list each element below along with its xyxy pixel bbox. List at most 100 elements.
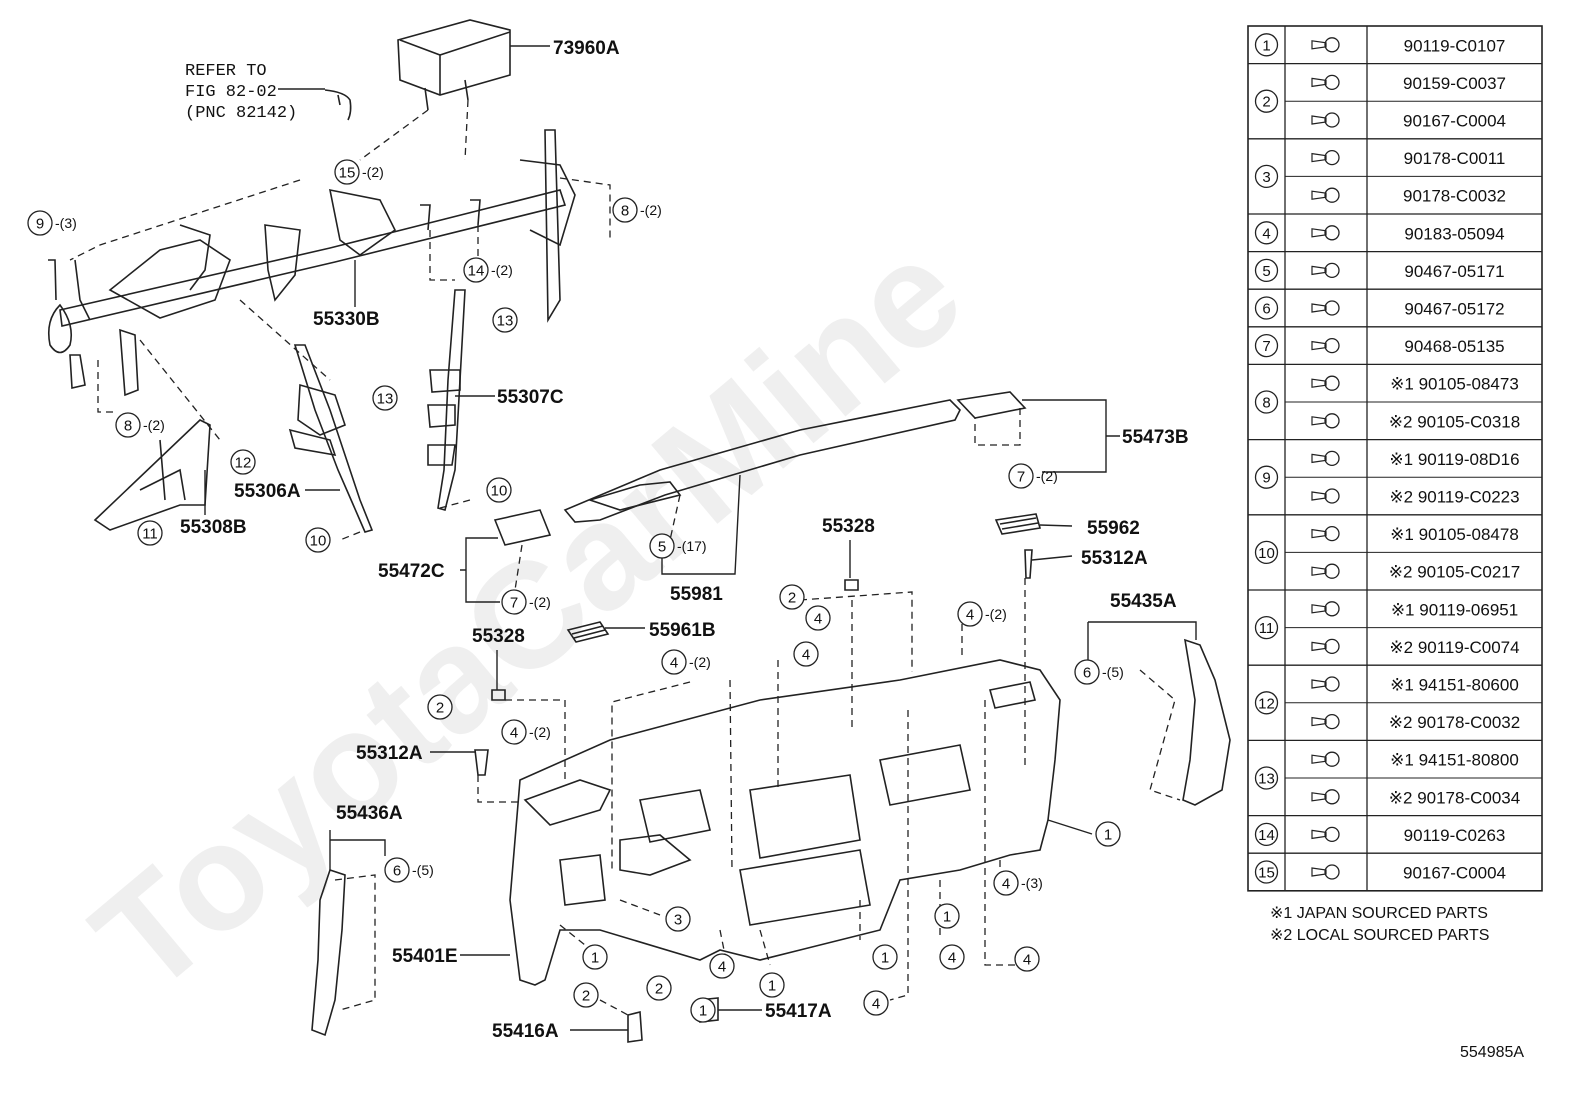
callout-4: 4-(2)	[661, 649, 711, 675]
ref-circle	[1254, 164, 1279, 189]
fastener-icon	[1311, 638, 1340, 655]
callout-quantity: -(5)	[412, 862, 434, 878]
callout-circle	[230, 449, 256, 475]
ref-circle	[1254, 33, 1279, 57]
table-row: 13※1 94151-80800※2 90178-C0034	[1248, 739, 1542, 807]
part-number: 90178-C0011	[1404, 149, 1506, 168]
ref-number: 2	[1262, 94, 1270, 111]
callout-circle	[1095, 821, 1121, 847]
callout-number: 8	[124, 418, 132, 435]
fastener-icon	[1311, 300, 1340, 316]
ref-number: 13	[1258, 771, 1275, 788]
callout-circle	[501, 719, 527, 745]
callout-4: 4-(2)	[501, 719, 551, 745]
part-number: ※2 90105-C0318	[1389, 412, 1520, 431]
callout-number: 2	[788, 590, 796, 607]
table-row: 9※1 90119-08D16※2 90119-C0223	[1248, 438, 1542, 507]
fastener-icon	[1311, 74, 1340, 91]
part-number: 90167-C0004	[1403, 112, 1506, 131]
callout-circle	[501, 589, 527, 615]
fastener-icon	[1311, 826, 1340, 843]
callout-number: 4	[948, 950, 956, 967]
callout-number: 6	[1083, 665, 1091, 682]
callout-number: 3	[674, 912, 682, 929]
callout-2: 2	[573, 982, 599, 1008]
callout-circle	[372, 385, 398, 411]
refer-note: REFER TO FIG 82-02 (PNC 82142)	[185, 62, 297, 123]
callout-quantity: -(3)	[1021, 875, 1043, 891]
callout-circle	[305, 527, 331, 553]
callout-number: 4	[1002, 876, 1010, 893]
table-row: 8※1 90105-08473※2 90105-C0318	[1248, 363, 1542, 431]
callout-number: 1	[768, 978, 776, 995]
label-55416A: 55416A	[492, 1021, 559, 1042]
fastener-icon	[1311, 375, 1340, 391]
callout-2: 2	[646, 975, 672, 1001]
callout-quantity: -(2)	[362, 164, 384, 180]
fastener-icon	[1311, 187, 1340, 203]
callout-number: 6	[393, 863, 401, 880]
part-number: 90468-05135	[1404, 337, 1504, 356]
fastener-icon	[1311, 676, 1340, 692]
callout-number: 1	[943, 909, 951, 926]
callout-11: 11	[137, 520, 163, 546]
refer-line-1: REFER TO	[185, 62, 267, 81]
callout-circle	[384, 857, 410, 883]
callout-number: 4	[1023, 952, 1031, 969]
callout-number: 8	[621, 203, 629, 220]
callout-number: 2	[436, 700, 444, 717]
callout-1: 1	[690, 997, 716, 1023]
label-55328-upper: 55328	[822, 516, 875, 537]
callout-circle	[573, 982, 599, 1008]
ref-circle	[1254, 691, 1279, 715]
ref-circle	[1254, 89, 1279, 113]
callout-quantity: -(2)	[640, 202, 662, 218]
callout-circle	[665, 906, 691, 932]
fastener-icon	[1311, 112, 1340, 128]
fastener-icon	[1311, 563, 1340, 579]
label-55981: 55981	[670, 584, 723, 605]
fastener-icon	[1311, 864, 1340, 880]
callout-10: 10	[305, 527, 331, 553]
callout-circle	[137, 520, 163, 546]
callout-13: 13	[492, 307, 518, 333]
fastener-icon	[1311, 713, 1340, 730]
callout-group: 15-(2)9-(3)8-(2)14-(2)13138-(2)121110107…	[27, 159, 1124, 1023]
callout-number: 1	[591, 950, 599, 967]
callout-circle	[779, 584, 805, 610]
callout-number: 10	[491, 483, 508, 500]
callout-number: 2	[655, 981, 663, 998]
callout-circle	[582, 944, 608, 970]
callout-4: 4	[863, 990, 889, 1016]
part-number: ※1 90105-08473	[1390, 375, 1519, 394]
callout-4: 4	[939, 944, 965, 970]
callout-quantity: -(5)	[1102, 664, 1124, 680]
callout-circle	[709, 953, 735, 979]
ref-number: 10	[1258, 545, 1275, 562]
label-55308B: 55308B	[180, 517, 247, 538]
leader-lines	[204, 45, 1197, 1031]
ref-circle	[1254, 465, 1279, 489]
part-number: ※1 94151-80600	[1390, 676, 1519, 695]
part-number: ※2 90105-C0217	[1389, 563, 1520, 582]
fastener-icon	[1311, 37, 1340, 53]
callout-14: 14-(2)	[463, 257, 513, 283]
ref-circle	[1254, 333, 1279, 358]
label-55962: 55962	[1087, 518, 1140, 539]
callout-8: 8 -(2)	[612, 197, 662, 223]
label-55472C: 55472C	[378, 561, 445, 582]
callout-5: 5-(17)	[649, 533, 707, 559]
callout-quantity: -(2)	[689, 654, 711, 670]
label-55961B: 55961B	[649, 620, 716, 641]
callout-10: 10	[486, 477, 512, 503]
callout-13: 13	[372, 385, 398, 411]
table-row: 11※1 90119-06951※2 90119-C0074	[1248, 589, 1542, 657]
fastener-icon	[1311, 525, 1340, 542]
fastener-icon	[1311, 789, 1340, 805]
callout-number: 13	[377, 391, 394, 408]
ref-number: 3	[1262, 169, 1270, 186]
callout-quantity: -(2)	[491, 262, 513, 278]
